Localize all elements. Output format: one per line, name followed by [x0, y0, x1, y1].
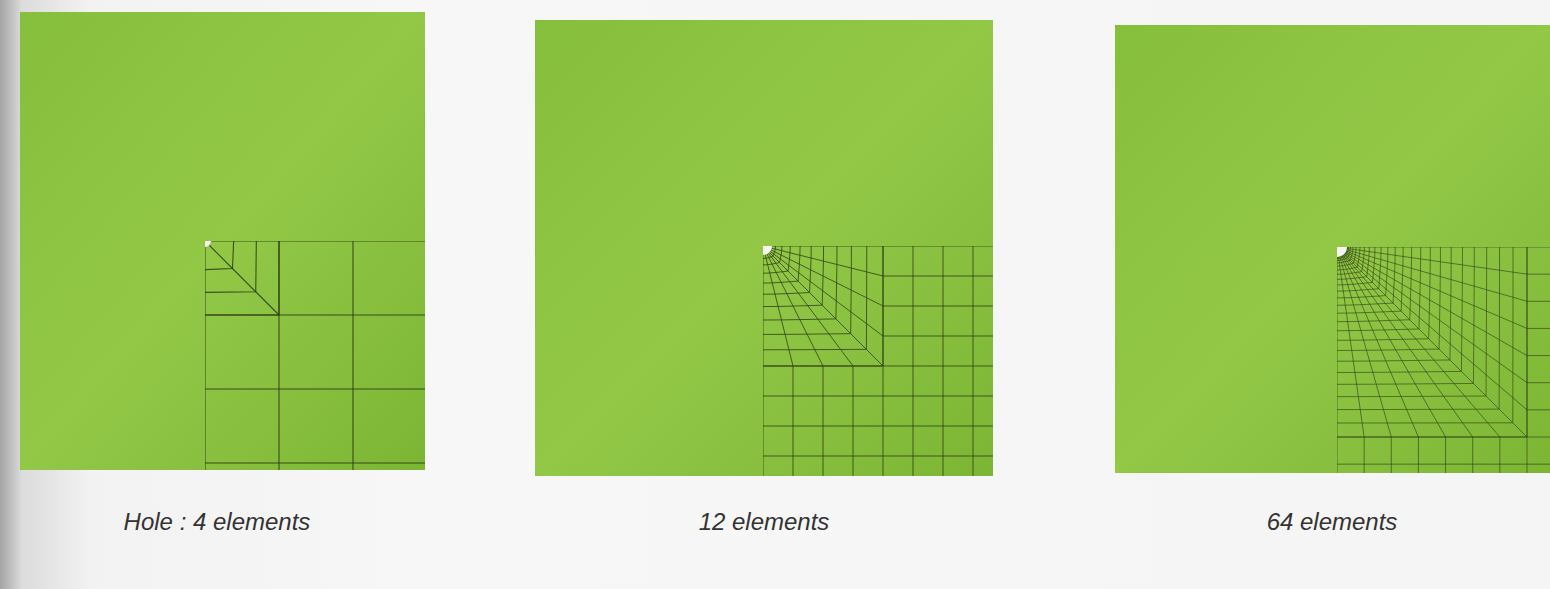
mesh-line: [205, 388, 425, 389]
mesh-line: [883, 246, 884, 476]
mesh-line: [763, 456, 993, 457]
mesh-line: [205, 247, 206, 315]
mesh-line: [278, 241, 279, 470]
mesh-line: [205, 315, 206, 470]
mesh-line: [763, 246, 790, 273]
mesh-line: [1445, 437, 1446, 473]
mesh-line: [1527, 328, 1550, 329]
mesh-line: [1337, 247, 1462, 372]
mesh-line: [1337, 257, 1338, 437]
mesh-line: [205, 462, 425, 463]
mesh-line: [1527, 247, 1550, 248]
mesh-line: [209, 245, 279, 315]
plate: [20, 12, 425, 470]
mesh-line: [205, 314, 425, 315]
mesh-line: [763, 366, 764, 476]
mesh-line: [763, 246, 824, 307]
mesh-line: [1337, 247, 1487, 397]
mesh-line: [763, 246, 800, 283]
mesh-panel: [535, 20, 993, 476]
mesh-line: [211, 241, 279, 242]
mesh-line: [1337, 247, 1500, 410]
mesh-line: [205, 241, 234, 270]
mesh-line: [1337, 247, 1395, 305]
mesh-line: [1347, 247, 1527, 248]
mesh-line: [883, 306, 993, 307]
mesh-line: [763, 246, 811, 294]
panel-caption: Hole : 4 elements: [17, 508, 417, 536]
mesh-panel: [1115, 25, 1550, 473]
mesh-line: [1337, 247, 1364, 274]
mesh-line: [763, 396, 993, 397]
mesh-line: [1472, 437, 1473, 473]
plate: [1115, 25, 1550, 473]
mesh-line: [763, 426, 993, 427]
mesh-line: [1391, 437, 1392, 473]
mesh-line: [1337, 464, 1550, 465]
mesh-line: [853, 366, 854, 476]
plate: [535, 20, 993, 476]
mesh-line: [1337, 247, 1350, 260]
mesh-panel: [20, 12, 425, 470]
mesh-line: [1527, 247, 1528, 473]
mesh-line: [1337, 247, 1360, 270]
mesh-line: [1337, 247, 1381, 291]
hole: [205, 241, 211, 247]
mesh-line: [1364, 437, 1365, 473]
mesh-line: [205, 241, 256, 292]
mesh-line: [943, 246, 944, 476]
mesh-line: [1337, 247, 1375, 285]
mesh-line: [763, 366, 993, 367]
mesh-line: [1527, 409, 1550, 410]
mesh-line: [1337, 247, 1440, 350]
mesh-line: [763, 246, 837, 320]
mesh-line: [1337, 247, 1513, 423]
mesh-line: [1337, 247, 1353, 263]
hole: [763, 246, 772, 255]
mesh-line: [763, 246, 851, 334]
mesh-line: [793, 366, 794, 476]
mesh-line: [1337, 437, 1550, 438]
mesh-line: [1337, 247, 1403, 313]
panel-caption: 12 elements: [564, 508, 964, 536]
mesh-line: [973, 246, 974, 476]
mesh-line: [1337, 247, 1412, 322]
mesh-line: [883, 246, 993, 247]
mesh-line: [1337, 247, 1527, 437]
mesh-line: [1337, 247, 1369, 279]
hole: [1337, 247, 1347, 257]
mesh-line: [1337, 247, 1356, 266]
panel-caption: 64 elements: [1132, 508, 1532, 536]
mesh-line: [1418, 437, 1419, 473]
mesh-line: [763, 246, 883, 366]
mesh-line: [1340, 257, 1392, 437]
mesh-line: [823, 366, 824, 476]
mesh-line: [883, 276, 993, 277]
mesh-line: [763, 246, 867, 350]
mesh-line: [1527, 382, 1550, 383]
mesh-line: [279, 241, 425, 242]
mesh-line: [883, 336, 993, 337]
mesh-line: [1337, 247, 1451, 361]
mesh-line: [1527, 355, 1550, 356]
mesh-line: [1337, 247, 1421, 331]
mesh-line: [1337, 437, 1338, 473]
mesh-line: [1527, 301, 1550, 302]
mesh-line: [1337, 247, 1349, 259]
mesh-line: [1347, 250, 1527, 302]
mesh-line: [1337, 247, 1430, 340]
mesh-line: [1337, 247, 1388, 298]
mesh-line: [763, 246, 776, 259]
mesh-line: [913, 246, 914, 476]
mesh-line: [352, 241, 353, 470]
mesh-line: [763, 246, 782, 265]
mesh-line: [1337, 247, 1474, 384]
mesh-line: [1527, 274, 1550, 275]
mesh-line: [205, 241, 279, 315]
mesh-line: [1499, 437, 1500, 473]
